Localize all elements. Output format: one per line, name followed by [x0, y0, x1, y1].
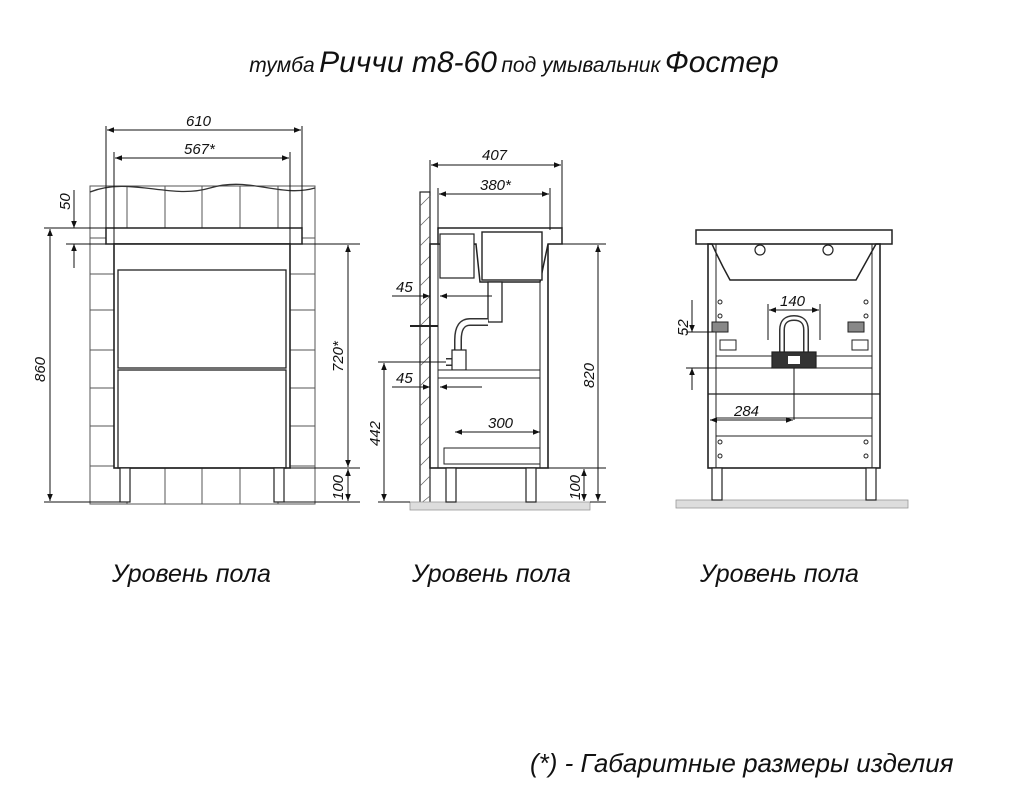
back-view — [675, 229, 909, 509]
side-view — [409, 191, 591, 511]
dim-height-body: 720* — [330, 340, 347, 372]
front-countertop — [105, 227, 303, 245]
title-prefix: тумба — [249, 54, 315, 77]
side-siphon — [487, 281, 503, 323]
dim-outlet-offset: 284 — [733, 403, 759, 420]
back-hinge-left — [719, 339, 737, 351]
dim-width-inner: 567* — [184, 141, 216, 158]
dimensions-footnote: (*) - Габаритные размеры изделия — [530, 748, 954, 778]
back-floor — [675, 499, 909, 509]
floor-label-back: Уровень пола — [700, 560, 859, 588]
side-shelf — [437, 369, 541, 379]
back-leg-right — [865, 467, 877, 501]
dim-outlet-height: 442 — [367, 420, 384, 446]
dim-siphon-width: 140 — [780, 293, 806, 310]
back-siphon — [779, 314, 809, 352]
dim-side-height-total: 820 — [581, 362, 598, 388]
dim-width-total: 610 — [186, 113, 212, 130]
front-cabinet-body — [113, 243, 291, 469]
side-leg-front — [525, 467, 537, 503]
back-bracket-left — [711, 321, 729, 333]
dim-depth-total: 407 — [482, 147, 508, 164]
front-dimensions — [44, 126, 360, 503]
dim-depth-basin: 380* — [480, 177, 512, 194]
back-hinge-right — [851, 339, 869, 351]
side-leg-back — [445, 467, 457, 503]
dim-shelf-depth: 300 — [488, 415, 514, 432]
title-middle: под умывальник — [501, 54, 661, 77]
front-leg-right — [273, 467, 285, 503]
front-leg-left — [119, 467, 131, 503]
dim-front-leg: 100 — [330, 474, 347, 500]
dim-top-thickness: 50 — [57, 193, 74, 210]
title-basin: Фостер — [664, 46, 779, 79]
back-dimensions — [686, 300, 821, 423]
side-floor — [409, 501, 591, 511]
front-wall-wave — [89, 183, 316, 193]
floor-label-side: Уровень пола — [412, 560, 571, 588]
front-view — [89, 183, 316, 505]
back-leg-left — [711, 467, 723, 501]
dim-pipe-offset-bottom: 45 — [396, 370, 413, 387]
side-dimensions — [378, 160, 606, 503]
back-bracket-right — [847, 321, 865, 333]
dim-side-leg: 100 — [567, 474, 584, 500]
front-drawer-upper — [117, 269, 287, 369]
drawing-title: тумба Риччи т8-60 под умывальник Фостер — [0, 46, 1028, 80]
back-cabinet-body — [707, 243, 881, 469]
title-model: Риччи т8-60 — [319, 46, 497, 79]
back-basin — [695, 229, 893, 281]
dim-pipe-offset-top: 45 — [396, 279, 413, 296]
dim-siphon-offset: 52 — [675, 319, 692, 336]
back-rail-lower — [715, 417, 873, 437]
floor-label-front: Уровень пола — [112, 560, 271, 588]
front-drawer-lower — [117, 369, 287, 469]
dim-height-total: 860 — [32, 356, 49, 382]
